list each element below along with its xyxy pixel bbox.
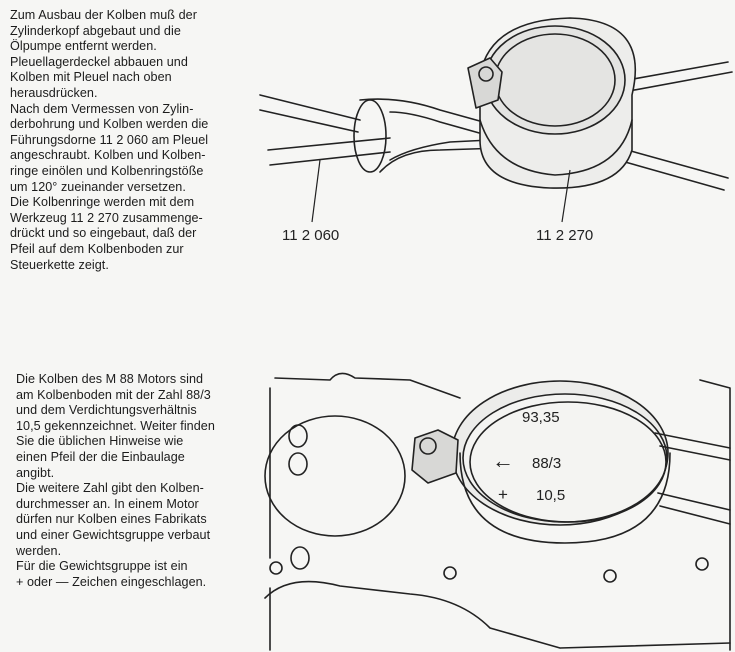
- guide-pin-left-lower: [267, 137, 391, 151]
- figure-piston-installation: 11 2 060 11 2 270: [259, 17, 733, 244]
- marking-diameter: 93,35: [522, 409, 560, 426]
- instruction-text-removal: Zum Ausbau der Kolben muß der Zylinderko…: [10, 8, 209, 272]
- bolt-hole: [269, 561, 283, 575]
- compressor-clamp: [467, 57, 503, 109]
- cylinder-block: [269, 372, 731, 651]
- figure-piston-marking: 93,35 ← 88/3 + 10,5: [264, 372, 731, 651]
- marking-88-3: 88/3: [532, 455, 561, 472]
- label-tool-112060: 11 2 060: [282, 227, 339, 244]
- arrow-glyph: ←: [492, 448, 514, 473]
- instruction-text-piston-marking: Die Kolben des M 88 Motors sind am Kolbe…: [16, 372, 215, 589]
- piston-crown: [484, 25, 626, 135]
- guide-bar-upper: [654, 432, 731, 449]
- guide-pin-right-lower: [619, 147, 729, 179]
- guide-bar-lower: [657, 492, 731, 511]
- guide-pin-left-upper: [259, 94, 361, 121]
- label-tool-112270: 11 2 270: [536, 227, 593, 244]
- marking-compression: 10,5: [536, 487, 565, 504]
- plus-glyph: +: [498, 485, 508, 504]
- compressor-clamp: [411, 429, 459, 484]
